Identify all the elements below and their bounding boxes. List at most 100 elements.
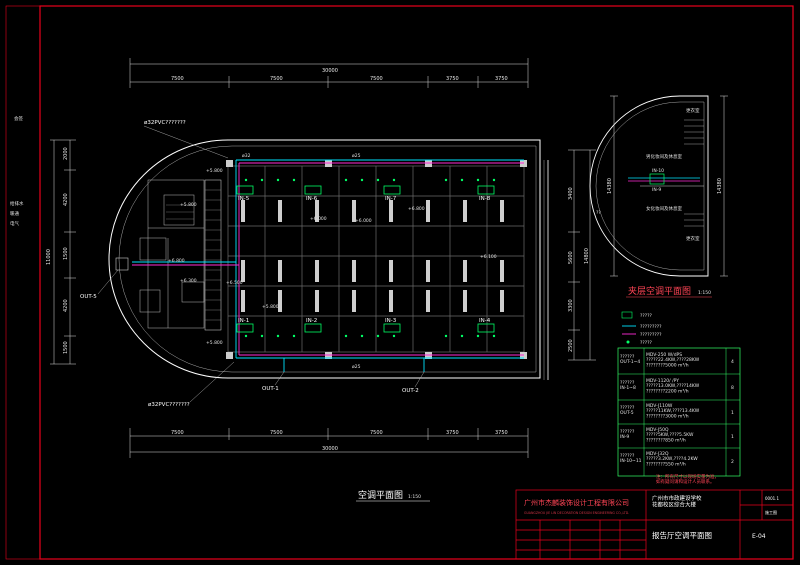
unit-label-in: IN-3	[385, 318, 397, 324]
spec-name: ??????IN-1~8	[620, 380, 636, 391]
mezz-unit-label-2: IN-9	[652, 187, 661, 193]
dim-bottom-total: 30000	[322, 446, 338, 452]
dim-left-total: 11000	[46, 249, 52, 265]
dim-top-seg: 3750	[495, 76, 508, 82]
legend-label: ?????	[640, 313, 653, 319]
mezz-room-label: 更衣室	[686, 107, 700, 114]
dim-left-seg: 2000	[63, 147, 69, 160]
dim-bottom-seg: 3750	[495, 430, 508, 436]
main-plan-scale: 1:150	[408, 494, 421, 500]
left-strip-label: 会签	[14, 115, 23, 122]
stair-column	[204, 179, 222, 331]
mezz-dimensions	[610, 95, 728, 277]
spec-qty: 1	[731, 434, 734, 440]
elevation-tag: +5.800	[206, 168, 223, 174]
indoor-units	[236, 185, 495, 333]
unit-label-in: IN-1	[238, 318, 249, 324]
spec-qty: 8	[731, 385, 734, 391]
ceiling-grid	[227, 165, 525, 353]
spec-name: ??????OUT-5	[620, 405, 635, 416]
left-binding-strip	[5, 5, 41, 560]
elevation-tag: +6.000	[355, 218, 372, 224]
elevation-tag: +5.800	[206, 340, 223, 346]
legend-swatch	[621, 311, 633, 319]
building-outline-outer	[108, 139, 541, 379]
dimension-top	[129, 58, 529, 88]
dim-right-seg: 2500	[568, 339, 574, 352]
elevation-tag: +6.000	[310, 216, 327, 222]
dim-top-total: 30000	[322, 68, 338, 74]
spec-qty: 2	[731, 459, 734, 465]
left-strip-label: 暖通	[10, 210, 19, 217]
dim-left-seg: 1500	[63, 247, 69, 260]
mezz-dim-right: 14380	[717, 178, 723, 194]
unit-label-out: OUT-5	[80, 294, 97, 300]
dim-bottom-seg: 7500	[270, 430, 283, 436]
notes: 注：所有尺寸以现场实量为准，如有疑问请和设计人员联系。	[656, 473, 719, 485]
dimension-left	[50, 139, 76, 365]
mezz-outline-inner	[595, 101, 705, 271]
out1-leader	[274, 371, 285, 386]
spec-table-row: ??????IN-9 MDV-J50Q?????5KW,????5.5KW???…	[620, 427, 734, 443]
dim-right-seg: 5600	[568, 251, 574, 264]
dim-left-seg: 1500	[63, 341, 69, 354]
mezz-dim-left: 14380	[607, 178, 613, 194]
mezz-plan-title: 夹层空调平面图	[628, 285, 691, 297]
dim-top-seg: 3750	[446, 76, 459, 82]
mezz-stairs	[684, 119, 704, 227]
out5-leader	[97, 269, 119, 295]
spec-qty: 1	[731, 410, 734, 416]
dim-bottom-seg: 3750	[446, 430, 459, 436]
pipe-label-bottom: ø32PVC???????	[148, 402, 190, 408]
main-plan-title: 空调平面图	[358, 489, 403, 501]
left-strip-label: 给排水	[10, 200, 24, 207]
mezz-plan-scale: 1:150	[698, 290, 711, 296]
legend-label: ?????????	[640, 324, 662, 330]
drawing-name: 报告厅空调平面图	[652, 530, 712, 540]
legend-label: ?????	[640, 340, 653, 346]
elevation-tag: +6.500	[226, 280, 243, 286]
refrigerant-pipes	[132, 159, 524, 372]
diffuser-dots	[244, 178, 496, 338]
stage-hatch	[166, 204, 194, 220]
unit-label-in: IN-2	[306, 318, 317, 324]
pipe-label-top: ø32PVC???????	[144, 120, 186, 126]
unit-label-out: OUT-2	[402, 388, 419, 394]
elevation-tag: +6.800	[408, 206, 425, 212]
stage-area	[139, 179, 205, 329]
mezz-dim-note: ??	[596, 210, 601, 216]
dim-top-seg: 7500	[370, 76, 383, 82]
structural-columns	[226, 160, 527, 359]
mezz-outline	[589, 95, 709, 277]
dim-right-seg: 3300	[568, 299, 574, 312]
mezz-room-label: 更衣室	[686, 235, 700, 242]
dim-top-seg: 7500	[171, 76, 184, 82]
outdoor-unit-marker	[115, 257, 129, 271]
drawing-stage: 施工图	[765, 509, 777, 515]
spec-text: MDV-J50Q?????5KW,????5.5KW????????850 m³…	[646, 427, 694, 443]
pipe-size: ø25	[352, 364, 361, 370]
elevation-tag: +6.300	[180, 278, 197, 284]
elevation-tag: +6.800	[168, 258, 185, 264]
company-name-en: GUANGZHOU JIE LIN DECORATION DESIGN ENGI…	[524, 511, 629, 515]
spec-table-row: ??????OUT-5 MDV-J110W?????11KW,????13.4K…	[620, 403, 734, 419]
stair-treads	[205, 189, 221, 321]
project-name: 广州市市政建设学校花都校区综合大楼	[652, 494, 702, 508]
mezzanine-plan: IN-10 IN-9 男化妆间及休息室 女化妆间及休息室 更衣室 更衣室 143…	[589, 95, 728, 298]
dim-right-total: 14800	[584, 248, 590, 264]
spec-text: MDV-1120/ /PY?????13.0KW,????14KW???????…	[646, 378, 700, 394]
dim-right-seg: 3400	[568, 187, 574, 200]
mezz-room-label: 男化妆间及休息室	[646, 153, 682, 160]
pipe-label-bottom-leader	[189, 361, 235, 403]
legend-label: ?????????	[640, 332, 662, 338]
unit-label-in: IN-5	[238, 196, 250, 202]
spec-table-row: ??????IN-10~11 MDV-J32Q?????3.2KW,????4.…	[620, 451, 734, 467]
spec-name: ??????OUT-1~4	[620, 354, 640, 365]
spec-table-row: ??????OUT-1~4 MDV-250 W/dPS?????22.4KW,?…	[620, 352, 734, 368]
spec-name: ??????IN-9	[620, 429, 635, 440]
spec-name: ??????IN-10~11	[620, 453, 642, 464]
mezz-room-label: 女化妆间及休息室	[646, 205, 682, 212]
spec-qty: 4	[731, 359, 734, 365]
mezz-unit-label: IN-10	[652, 168, 664, 174]
